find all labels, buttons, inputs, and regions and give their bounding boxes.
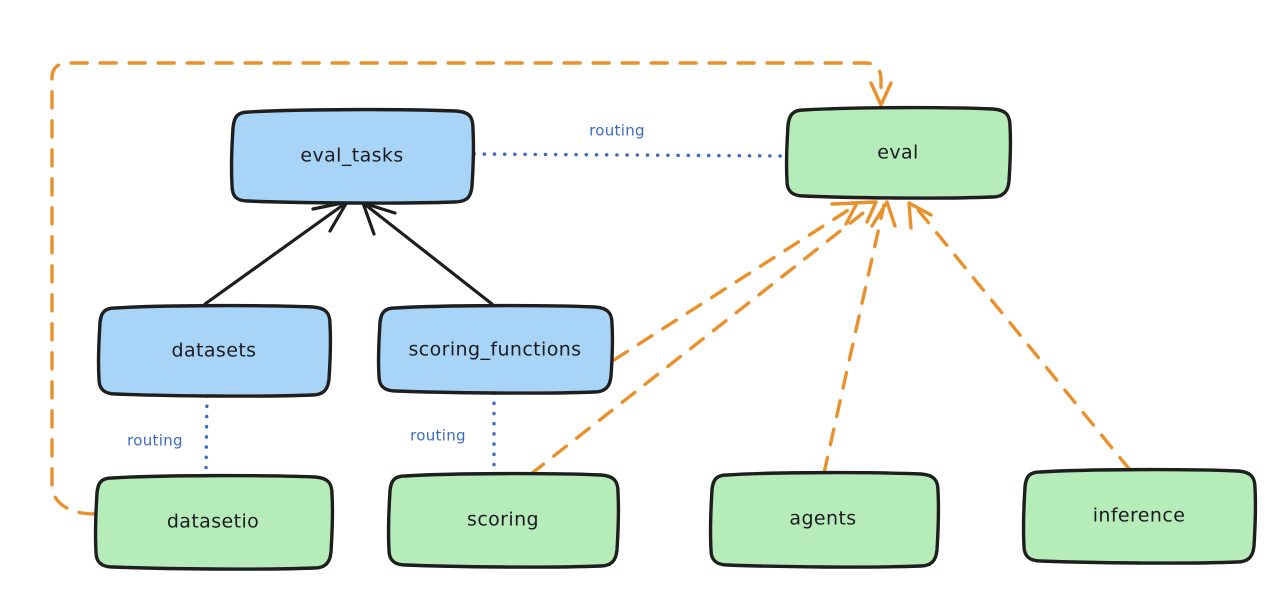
node-label-eval-tasks: eval_tasks <box>300 145 403 167</box>
node-label-inference: inference <box>1093 505 1186 527</box>
edge-evaltasks-eval[interactable] <box>472 152 787 158</box>
node-label-datasetio: datasetio <box>167 511 259 533</box>
routing-label-text: routing <box>127 432 183 450</box>
node-label-agents: agents <box>789 508 856 530</box>
node-scoring[interactable]: scoring <box>386 471 621 569</box>
edge-datasets-datasetio[interactable] <box>204 394 209 476</box>
node-datasets[interactable]: datasets <box>96 303 333 398</box>
edge-inference-eval[interactable] <box>907 201 1132 472</box>
edge-scoringfunctions-evaltasks[interactable] <box>361 201 494 306</box>
node-label-scoring: scoring <box>467 509 539 531</box>
node-label-eval: eval <box>877 142 918 164</box>
edge-datasets-evaltasks[interactable] <box>203 200 349 306</box>
node-eval[interactable]: eval <box>784 105 1013 200</box>
routing-label-text: routing <box>410 427 466 445</box>
node-eval-tasks[interactable]: eval_tasks <box>229 107 476 205</box>
edge-scoringfn-eval[interactable] <box>612 201 859 362</box>
edge-label-routing-scoring-functions: routing <box>393 422 483 448</box>
routing-label-text: routing <box>589 122 645 140</box>
edge-label-routing-datasets: routing <box>110 427 200 453</box>
node-scoring-functions[interactable]: scoring_functions <box>376 303 615 395</box>
edge-datasetio-eval[interactable] <box>50 61 893 516</box>
edge-scoring-eval[interactable] <box>529 200 878 476</box>
node-label-scoring-functions: scoring_functions <box>409 339 582 361</box>
node-label-datasets: datasets <box>172 340 257 362</box>
edge-label-routing-eval-tasks: routing <box>572 117 662 143</box>
node-inference[interactable]: inference <box>1021 467 1258 565</box>
edge-agents-eval[interactable] <box>822 200 897 475</box>
node-datasetio[interactable]: datasetio <box>93 473 335 571</box>
node-agents[interactable]: agents <box>708 470 941 569</box>
